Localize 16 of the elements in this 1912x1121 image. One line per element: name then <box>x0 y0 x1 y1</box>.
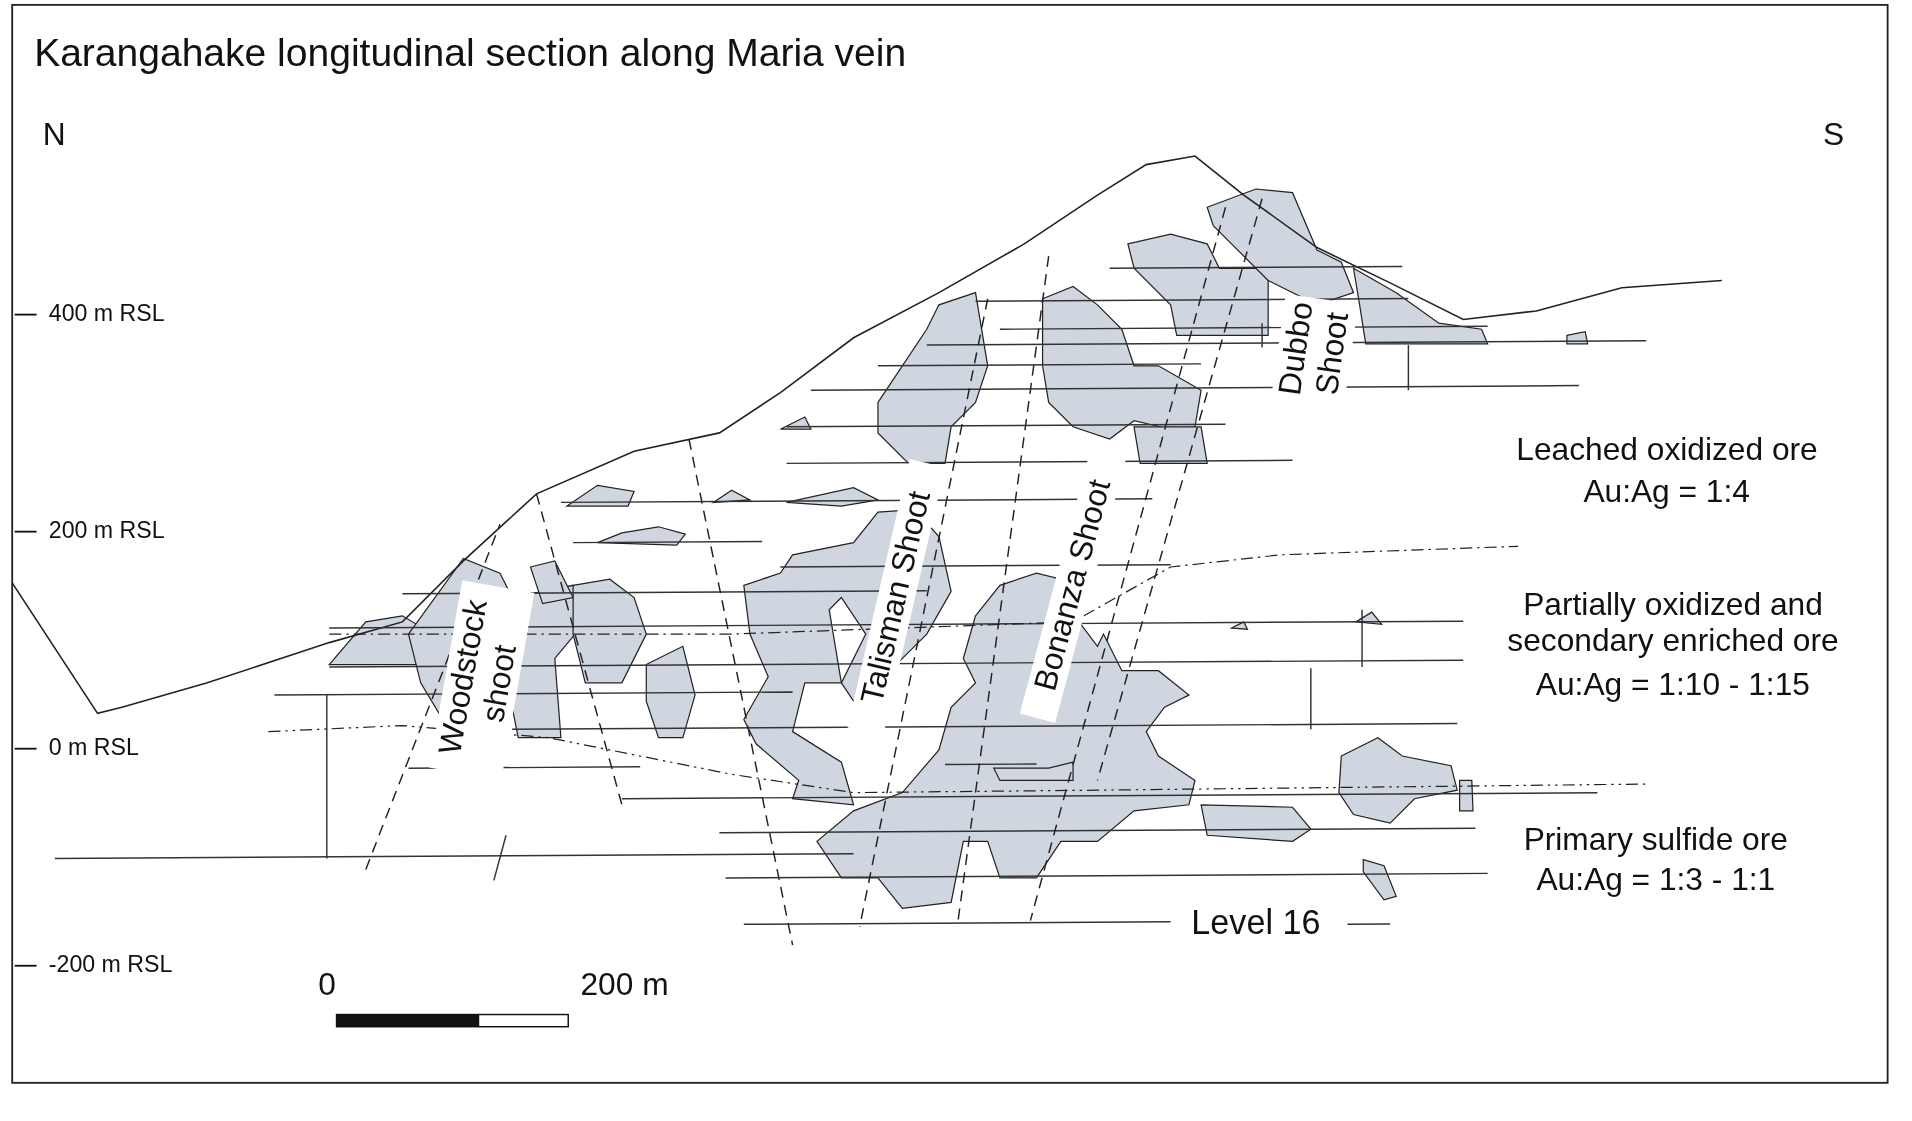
compass-direction: S <box>1823 117 1845 154</box>
ore-zone-label: Leached oxidized ore <box>1516 431 1818 469</box>
scale-label: 200 m <box>580 966 669 1004</box>
ore-ratio-label: Au:Ag = 1:10 - 1:15 <box>1535 667 1810 704</box>
ore-ratio-label: Au:Ag = 1:4 <box>1583 474 1750 511</box>
diagram-title: Karangahake longitudinal section along Maria vein <box>34 30 907 76</box>
elevation-label: 0 m RSL <box>48 734 139 761</box>
ore-ratio-label: Au:Ag = 1:3 - 1:1 <box>1536 862 1776 899</box>
scale-label: 0 <box>318 966 336 1004</box>
elevation-label: 400 m RSL <box>48 299 165 327</box>
level-label: Level 16 <box>1191 903 1321 943</box>
compass-direction: N <box>42 117 66 154</box>
elevation-label: 200 m RSL <box>48 517 165 544</box>
elevation-label: -200 m RSL <box>48 951 173 978</box>
ore-zone-label: Primary sulfide ore <box>1523 821 1788 859</box>
ore-zone-label: Partially oxidized and secondary enriched ore <box>1506 586 1840 660</box>
